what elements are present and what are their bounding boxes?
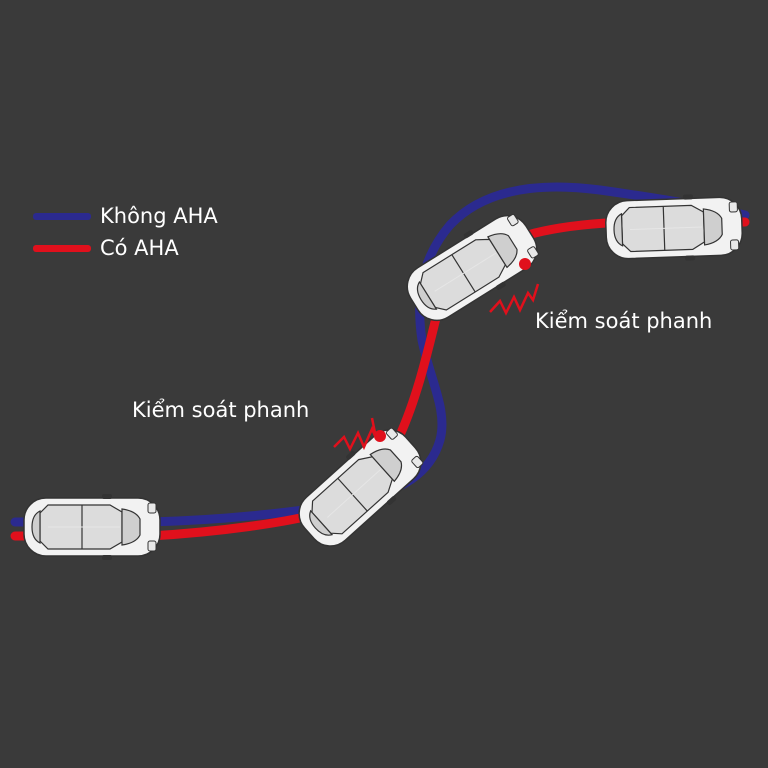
legend-label-with-aha: Có AHA — [100, 236, 179, 260]
brake-point-marker — [519, 258, 531, 270]
brake-control-label-2: Kiểm soát phanh — [535, 309, 713, 333]
legend-label-without-aha: Không AHA — [100, 204, 218, 228]
brake-control-label-1: Kiểm soát phanh — [132, 398, 310, 422]
legend-swatch-without-aha — [33, 213, 91, 220]
legend-swatch-with-aha — [33, 245, 91, 252]
car-icon — [23, 493, 161, 561]
path-with-aha — [10, 216, 750, 541]
brake-point-marker — [374, 430, 386, 442]
car-icon — [604, 191, 744, 265]
brake-zigzag-icon — [489, 283, 540, 316]
brake-zigzag-icon — [333, 417, 378, 452]
